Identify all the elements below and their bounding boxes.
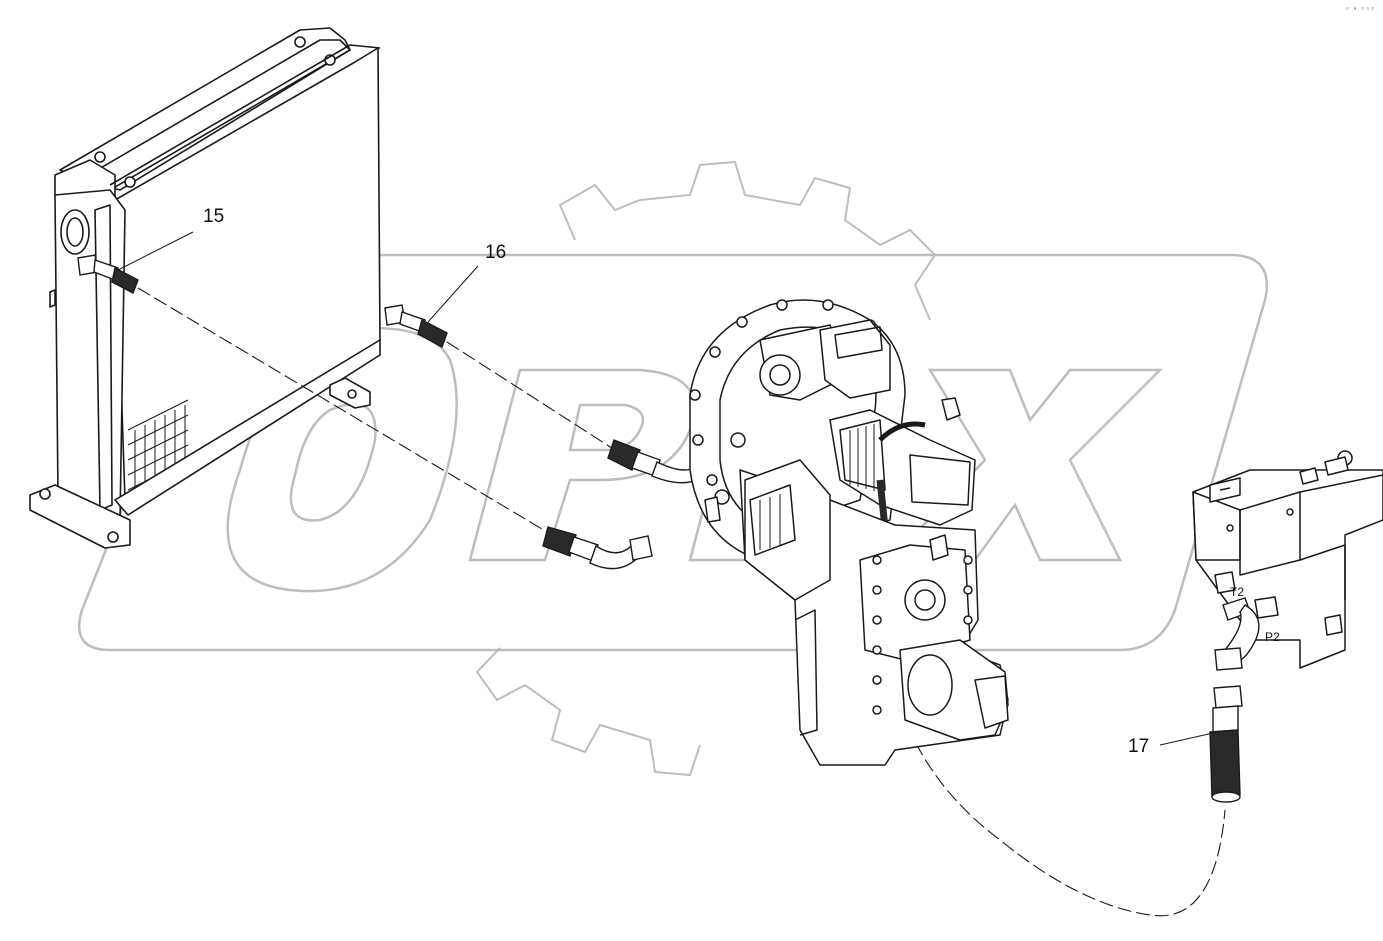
control-valve-block — [1192, 450, 1383, 669]
dashed-assembly-lines — [137, 287, 1226, 917]
oil-cooler-radiator — [29, 27, 381, 549]
hose-17-assembly — [1209, 597, 1260, 803]
fitting-16 — [384, 304, 448, 349]
corner-mark: ∘ ∙ ∘∘∘ — [1344, 4, 1375, 13]
leader-15 — [117, 231, 194, 271]
hose-lower — [542, 526, 653, 570]
callout-leaders — [117, 231, 1214, 746]
callout-15: 15 — [203, 206, 224, 227]
transmission-housing — [689, 299, 1009, 766]
callout-17: 17 — [1128, 736, 1149, 757]
port-label-t2: T2 — [1230, 585, 1244, 599]
callout-16: 16 — [485, 242, 506, 263]
port-label-p2: P2 — [1265, 630, 1280, 644]
fitting-15 — [77, 254, 139, 294]
leader-16 — [427, 265, 479, 323]
leader-17 — [1159, 732, 1214, 746]
watermark-gear — [475, 160, 937, 777]
